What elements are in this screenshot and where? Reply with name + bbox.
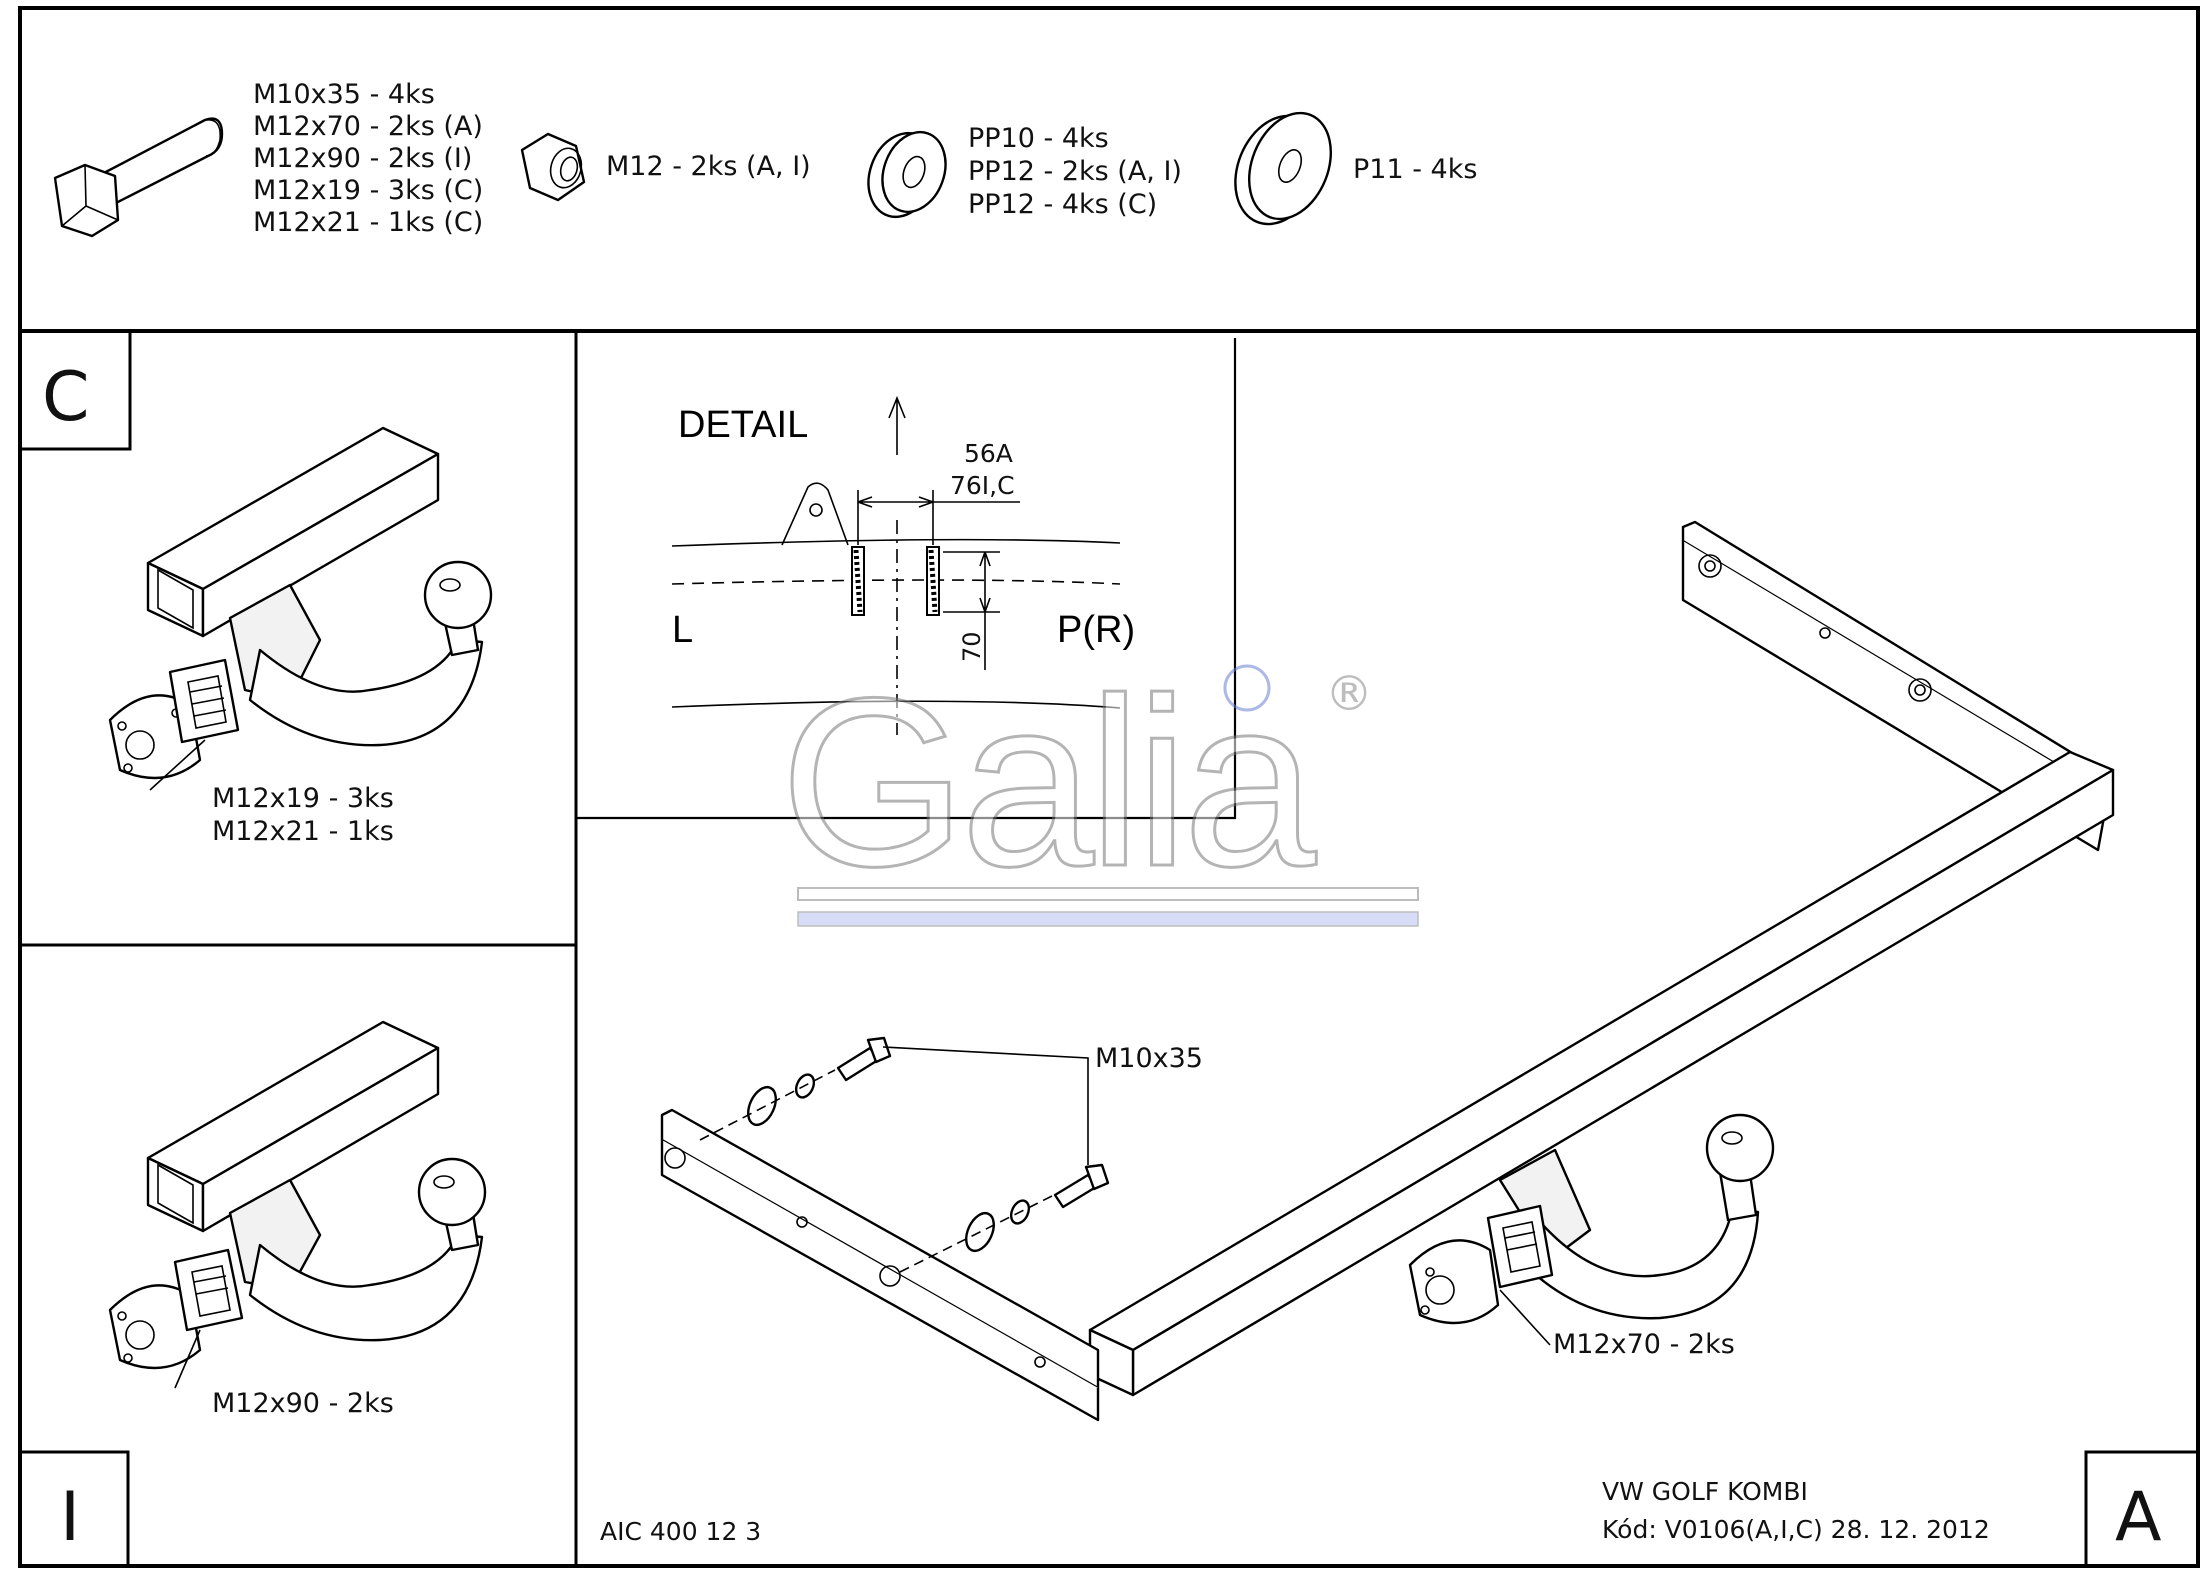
- main-assembly: M10x35 M12x70 - 2ks A: [660, 520, 2200, 1568]
- panel-c-label: M12x19 - 3ks: [212, 783, 394, 814]
- detail-title: DETAIL: [678, 404, 808, 446]
- right-bracket: [1681, 520, 2110, 797]
- left-bracket: [660, 1108, 1100, 1390]
- leader-line: [882, 1046, 1089, 1165]
- hitch-illustration-i: [108, 1020, 487, 1370]
- detail-view: DETAIL 56A 76I,C 70 L P(R): [576, 338, 1237, 820]
- leader-line: [174, 1329, 201, 1389]
- flange: [1408, 1239, 1500, 1325]
- bolt-list-item: M10x35 - 4ks: [253, 79, 435, 110]
- large-washer-label: P11 - 4ks: [1353, 154, 1477, 185]
- code-date: Kód: V0106(A,I,C) 28. 12. 2012: [1602, 1515, 1990, 1544]
- bolt-icon: [53, 117, 224, 238]
- tow-ball: [1705, 1113, 1775, 1183]
- hitch-callout: M12x70 - 2ks: [1553, 1329, 1735, 1360]
- bolt-list-item: M12x19 - 3ks (C): [253, 175, 483, 206]
- nut-icon: [520, 132, 586, 202]
- dim-label-70: 70: [958, 631, 986, 662]
- up-arrow-icon: [888, 395, 906, 455]
- leader-line: [149, 739, 206, 791]
- bolt-list-item: M12x70 - 2ks (A): [253, 111, 483, 142]
- leader-line: [1499, 1289, 1551, 1346]
- fastener-group-lower: [899, 1163, 1110, 1273]
- washer-list-item: PP12 - 4ks (C): [968, 189, 1157, 220]
- washer-list-item: PP12 - 2ks (A, I): [968, 156, 1182, 187]
- corner-box: [18, 329, 132, 451]
- corner-letter-i: I: [60, 1478, 80, 1557]
- watermark-dot: [1223, 664, 1271, 712]
- panel-i-label: M12x90 - 2ks: [212, 1388, 394, 1419]
- fastener-group-upper: [699, 1036, 892, 1141]
- corner-letter-a: A: [2115, 1478, 2162, 1557]
- hitch-illustration-a: [1408, 1113, 1775, 1325]
- watermark-registered: ®: [1325, 666, 1373, 722]
- corner-box: [2084, 1450, 2200, 1568]
- dim-label-76ic: 76I,C: [950, 471, 1015, 500]
- large-washer-icon: [1234, 111, 1333, 226]
- bolt-list-item: M12x90 - 2ks (I): [253, 143, 472, 174]
- nut-label: M12 - 2ks (A, I): [606, 151, 811, 182]
- washer-icon: [867, 130, 947, 219]
- side-right-label: P(R): [1057, 609, 1135, 651]
- parts-list: M10x35 - 4ks M12x70 - 2ks (A) M12x90 - 2…: [53, 79, 1477, 238]
- panel-c: C M12: [18, 329, 493, 847]
- corner-letter-c: C: [42, 358, 89, 437]
- panel-i: I M12x90 - 2ks: [18, 1020, 487, 1568]
- socket: [1486, 1204, 1554, 1289]
- bolt-list-item: M12x21 - 1ks (C): [253, 207, 483, 238]
- corner-box: [18, 1450, 130, 1568]
- vehicle-name: VW GOLF KOMBI: [1602, 1477, 1808, 1506]
- article-code: AIC 400 12 3: [600, 1517, 761, 1546]
- side-left-label: L: [672, 609, 693, 651]
- drawing-frame: [18, 6, 2200, 1568]
- panel-c-label: M12x21 - 1ks: [212, 816, 394, 847]
- bolt-callout: M10x35: [1095, 1043, 1203, 1074]
- dim-label-56a: 56A: [964, 439, 1013, 468]
- galia-watermark: Galia ®: [779, 647, 1419, 927]
- title-block: AIC 400 12 3 VW GOLF KOMBI Kód: V0106(A,…: [600, 1477, 1990, 1546]
- watermark-brand: Galia: [780, 648, 1317, 916]
- washer-list-item: PP10 - 4ks: [968, 123, 1109, 154]
- hitch-illustration-c: [108, 426, 493, 780]
- detail-border: [576, 338, 1237, 820]
